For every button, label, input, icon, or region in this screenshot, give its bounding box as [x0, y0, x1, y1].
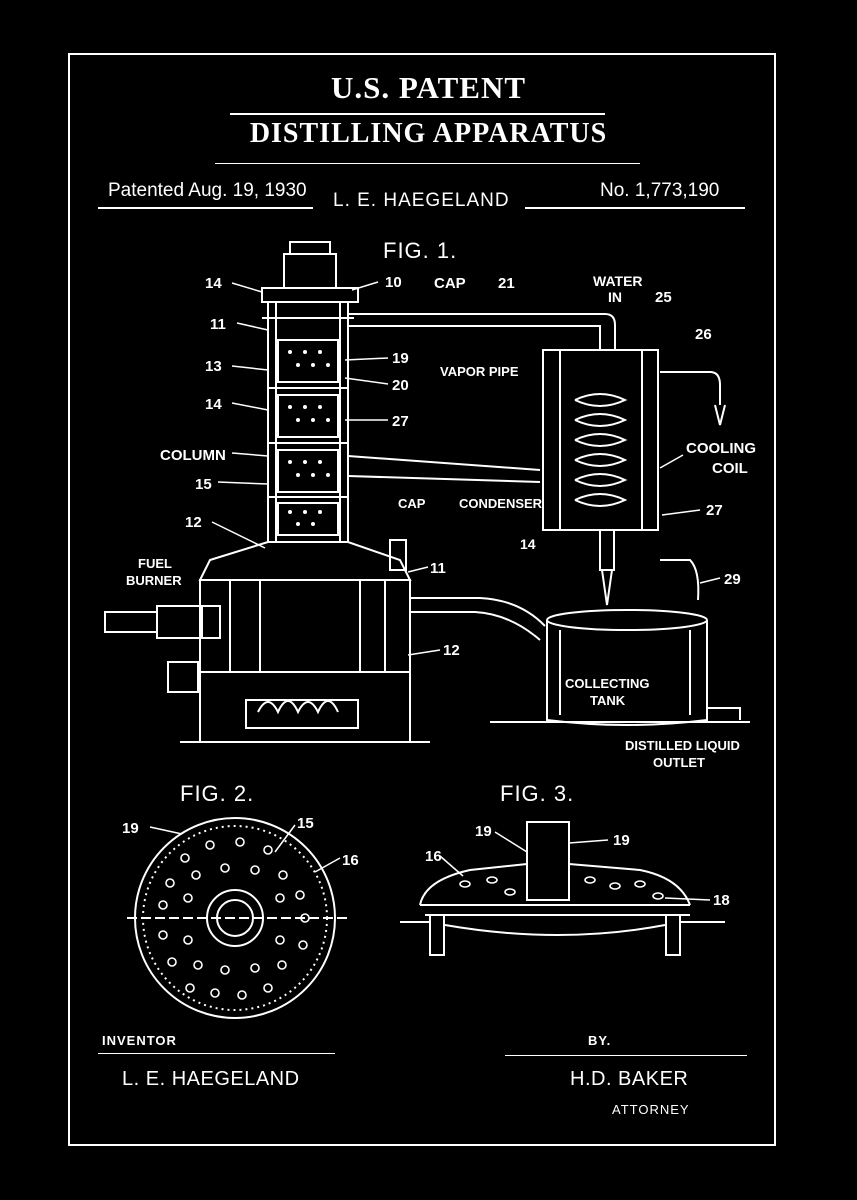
label-14-mid: 14	[205, 396, 222, 413]
label-collecting: COLLECTING	[565, 676, 650, 691]
label-12-top: 12	[185, 514, 202, 531]
fig2-label-15: 15	[297, 815, 314, 832]
subtitle-rule	[215, 163, 640, 164]
label-14-low: 14	[520, 536, 536, 552]
label-27-right: 27	[706, 502, 723, 519]
fig1-collecting-tank	[490, 609, 750, 726]
page-title: U.S. PATENT	[330, 70, 527, 105]
patent-number: No. 1,773,190	[600, 180, 720, 201]
label-19: 19	[392, 350, 409, 367]
vapor-pipe	[347, 313, 616, 641]
fig1-column	[261, 241, 359, 543]
label-25: 25	[655, 289, 672, 306]
fig3-label: FIG. 3.	[500, 781, 575, 806]
label-11-top: 11	[210, 316, 226, 333]
inventor-label: INVENTOR	[102, 1033, 177, 1048]
header-inventor: L. E. HAEGELAND	[333, 190, 510, 211]
fig3-label-19-left: 19	[475, 823, 492, 840]
date-rule	[98, 207, 313, 209]
number-rule	[525, 207, 745, 209]
label-11-boiler: 11	[430, 560, 446, 577]
label-condenser: CONDENSER	[459, 496, 543, 511]
label-10: 10	[385, 274, 402, 291]
border-frame	[68, 53, 776, 1146]
label-20: 20	[392, 377, 409, 394]
fig3-label-16: 16	[425, 848, 442, 865]
fig3-label-18: 18	[713, 892, 730, 909]
label-cap-top: CAP	[434, 275, 466, 292]
label-column: COLUMN	[160, 447, 226, 464]
by-label: BY.	[588, 1033, 612, 1048]
label-coil: COIL	[712, 460, 748, 477]
label-cooling: COOLING	[686, 440, 756, 457]
label-in: IN	[608, 289, 622, 305]
attorney-name: H.D. BAKER	[570, 1068, 689, 1090]
inventor-name: L. E. HAEGELAND	[122, 1068, 300, 1090]
fig2-holes	[158, 837, 310, 1000]
title-rule	[230, 113, 605, 115]
fig1-condenser	[542, 349, 726, 606]
label-cap-mid: CAP	[398, 496, 426, 511]
label-26: 26	[695, 326, 712, 343]
label-15: 15	[195, 476, 212, 493]
label-outlet: OUTLET	[653, 755, 705, 770]
label-12-boiler: 12	[443, 642, 460, 659]
label-27-top: 27	[392, 413, 409, 430]
label-water: WATER	[593, 273, 643, 289]
fig1-boiler	[180, 539, 430, 743]
fuel-burner-pipe	[104, 605, 221, 693]
fig2-label: FIG. 2.	[180, 781, 255, 806]
fig1-label: FIG. 1.	[383, 238, 458, 263]
fig3-label-19-right: 19	[613, 832, 630, 849]
label-29: 29	[724, 571, 741, 588]
patent-subtitle: DISTILLING APPARATUS	[249, 118, 608, 149]
label-burner: BURNER	[126, 573, 182, 588]
patented-date: Patented Aug. 19, 1930	[108, 180, 307, 201]
column-perforations	[288, 350, 330, 526]
label-21: 21	[498, 275, 515, 292]
by-rule	[505, 1055, 747, 1056]
label-tank: TANK	[590, 693, 626, 708]
label-fuel: FUEL	[138, 556, 172, 571]
fig2-plate	[127, 817, 348, 1019]
label-vapor-pipe: VAPOR PIPE	[440, 364, 519, 379]
fig2-label-19: 19	[122, 820, 139, 837]
leader-lines	[149, 281, 721, 901]
label-13: 13	[205, 358, 222, 375]
inventor-rule	[98, 1053, 335, 1054]
fig3-holes	[459, 876, 664, 900]
diagram-labels: 14 10 CAP 21 WATER IN 25 26 11 13 19 VAP…	[122, 273, 756, 909]
label-14-top: 14	[205, 275, 222, 292]
fig3-section	[400, 821, 725, 956]
fig2-label-16: 16	[342, 852, 359, 869]
label-distilled: DISTILLED LIQUID	[625, 738, 740, 753]
attorney-label: ATTORNEY	[612, 1102, 690, 1117]
